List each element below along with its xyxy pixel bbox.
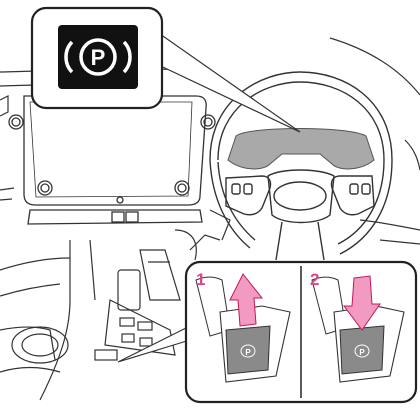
step-2-number: 2 (310, 270, 319, 289)
indicator-callout-box: P (30, 6, 164, 110)
center-display (8, 95, 216, 225)
instrument-cluster-screen (227, 128, 375, 170)
step-1-number: 1 (196, 270, 205, 289)
arrow-down-icon (343, 275, 381, 331)
switch-operation-panel: P 1 P 2 (184, 260, 418, 404)
arrow-up-icon (229, 273, 264, 327)
indicator-symbol-letter: P (91, 45, 106, 70)
step-1-pull-switch: P 1 (195, 270, 291, 383)
indicator-callout-leader (147, 33, 301, 133)
parking-brake-indicator-icon (58, 25, 138, 89)
step-2-push-switch: P 2 (310, 270, 405, 383)
switch-symbol-letter-2: P (359, 348, 365, 357)
switch-symbol-letter: P (245, 348, 251, 357)
switch-callout-leader (117, 325, 191, 363)
